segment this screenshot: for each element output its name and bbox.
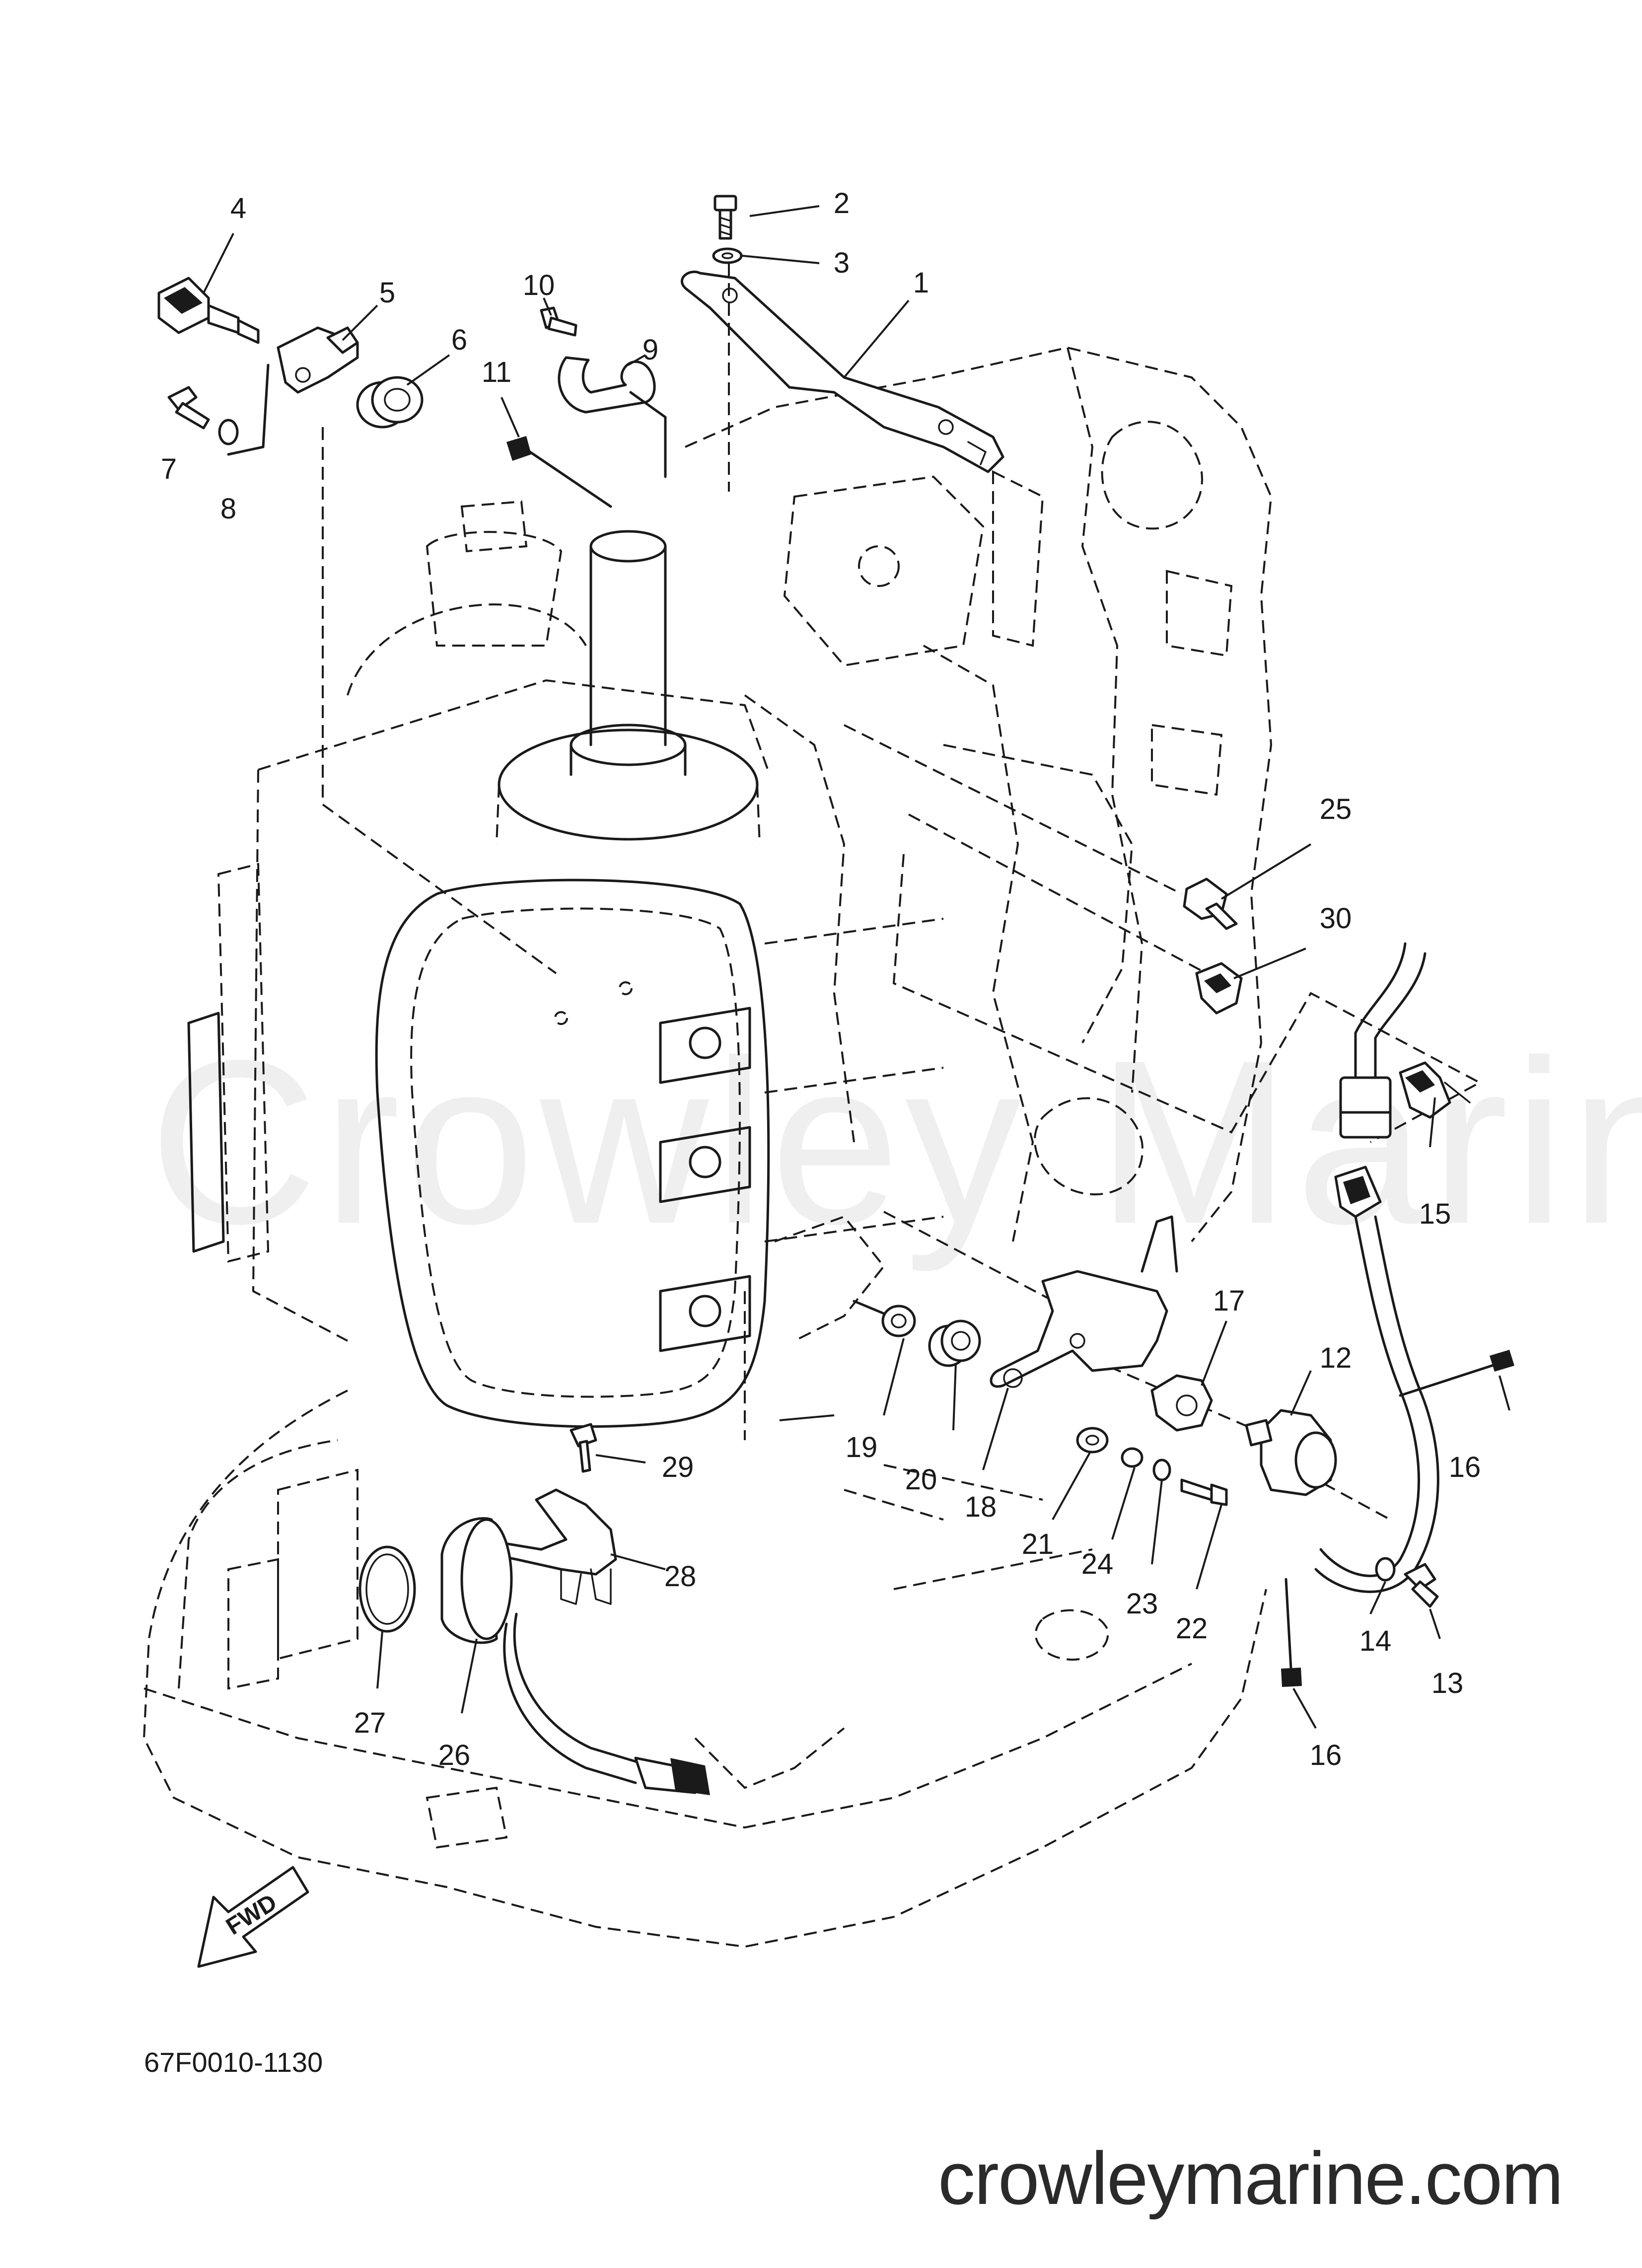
engine-block-outline [685,346,1273,1440]
callout-12: 12 [1319,1342,1352,1374]
callout-9: 9 [642,334,659,366]
callout-3: 3 [833,247,850,279]
callout-20: 20 [905,1463,937,1496]
callout-28: 28 [664,1560,697,1593]
part-26-sensor [440,1517,710,1795]
callout-23: 23 [1126,1588,1158,1620]
callout-16-lower: 16 [1309,1739,1342,1771]
callout-7: 7 [160,453,177,485]
part-4-sensor [157,277,260,344]
part-23-washer [1152,1459,1171,1481]
callout-22: 22 [1175,1612,1208,1645]
watermark: Crowley Marine [149,1012,1642,1272]
callout-14: 14 [1359,1625,1392,1657]
callout-18: 18 [964,1491,997,1523]
bottom-cowling [143,1390,1267,1948]
part-17-clamp [1150,1374,1213,1432]
callout-15: 15 [1419,1198,1451,1230]
callout-25: 25 [1319,793,1352,825]
part-29-bolt [570,1423,597,1473]
part-15-connector [1314,942,1471,1593]
reference-lines [322,427,1482,1521]
part-27-o-ring [358,1545,416,1633]
part-16-cable-tie-lower [1281,1578,1302,1687]
part-8-washer [218,419,239,445]
part-1-bracket [681,270,1004,473]
callout-29: 29 [661,1451,694,1483]
part-25-sensor [1183,878,1238,930]
callout-26: 26 [438,1739,471,1771]
callout-2: 2 [833,187,850,219]
part-11-cable-tie [506,436,612,508]
part-10-screw [540,306,577,337]
callout-5: 5 [379,277,396,309]
crankshaft-top [347,500,761,845]
callout-4: 4 [230,192,247,224]
part-16-cable-tie-upper [1399,1350,1514,1397]
part-24-washer [1121,1447,1143,1468]
callout-6: 6 [451,324,468,356]
callout-30: 30 [1319,902,1352,935]
callout-13: 13 [1431,1667,1464,1699]
callout-17: 17 [1213,1285,1245,1317]
part-19-spacer [853,1300,916,1337]
callout-24: 24 [1081,1548,1114,1580]
part-3-washer [712,247,743,264]
callout-10: 10 [522,269,555,301]
part-12-sensor [1245,1409,1337,1496]
part-20-grommet [928,1319,981,1367]
callout-19: 19 [845,1431,878,1463]
drawing-code: 67F0010-1130 [144,2047,323,2078]
part-5-clip [227,326,359,456]
front-cover [187,679,944,1428]
part-18-bracket [990,1215,1178,1388]
part-30-clip [1195,962,1243,1015]
callout-8: 8 [220,493,237,525]
callout-21: 21 [1021,1528,1054,1560]
website-footer: crowleymarine.com [938,2136,1564,2220]
leader-lines [203,205,1510,1729]
callout-11: 11 [481,356,512,388]
part-13-bolt [1404,1563,1439,1608]
part-7-bolt [167,386,210,430]
part-22-screw [1180,1478,1228,1506]
callout-1: 1 [913,267,929,299]
fwd-arrow [197,1866,309,1968]
part-6-grommet [356,376,424,429]
part-14-washer [1375,1557,1396,1582]
part-21-washer [1076,1427,1109,1454]
callout-16-upper: 16 [1448,1451,1481,1483]
part-2-bolt [714,195,737,240]
part-9-clamp [558,356,667,478]
callout-27: 27 [354,1707,386,1739]
